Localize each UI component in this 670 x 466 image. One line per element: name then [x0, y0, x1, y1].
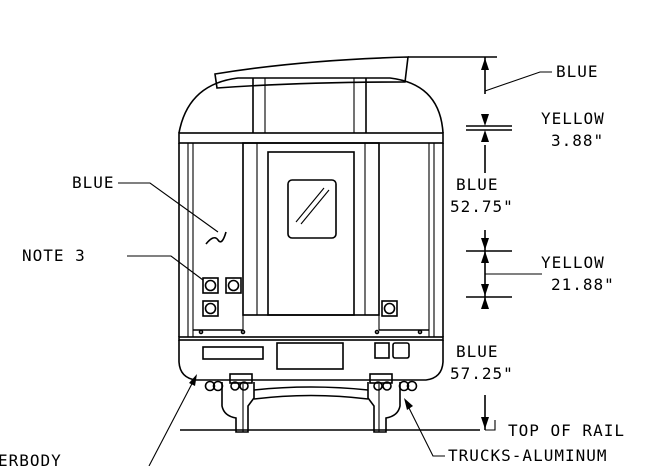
coupler-bar	[253, 386, 369, 400]
leader-trucks	[405, 401, 445, 457]
underbody	[178, 340, 444, 381]
label-blue-mid: BLUE	[456, 175, 499, 194]
marker-light-lens	[227, 279, 240, 292]
roof-arch	[178, 77, 444, 134]
arrow-up	[481, 297, 489, 309]
leader-underbody	[148, 375, 197, 466]
label-yellow-mid-value: 21.88"	[551, 275, 615, 294]
wheel	[212, 380, 224, 392]
label-top-of-rail: TOP OF RAIL	[508, 421, 625, 440]
rivet	[198, 329, 204, 335]
rivet	[240, 329, 246, 335]
truck-frame-left	[221, 382, 255, 433]
underbody-panel	[202, 346, 264, 360]
label-underbody-partial: ERBODY	[0, 451, 62, 466]
leader-note3	[127, 255, 204, 281]
wheel	[230, 381, 240, 391]
marker-light-lens	[383, 302, 396, 315]
wheel	[406, 380, 418, 392]
label-blue-low-value: 57.25"	[450, 364, 514, 383]
arrow-trucks	[404, 398, 413, 410]
label-blue-top: BLUE	[556, 62, 599, 81]
rivet	[417, 329, 423, 335]
end-sill	[178, 336, 444, 341]
roof-belt-rail	[178, 132, 444, 144]
door-jamb-left	[242, 142, 258, 316]
label-blue-mid-value: 52.75"	[450, 197, 514, 216]
wheel	[398, 380, 410, 392]
label-yellow-top-value: 3.88"	[551, 131, 604, 150]
label-blue-left: BLUE	[72, 173, 115, 192]
underbody-panel	[276, 342, 344, 370]
arrow-up	[481, 58, 489, 70]
wheel	[204, 380, 216, 392]
marker-light	[225, 277, 242, 294]
door-frame	[242, 142, 380, 316]
arrow-down	[481, 417, 489, 429]
window-glare-1	[295, 187, 325, 223]
underbody-box	[374, 342, 390, 359]
wheel	[373, 381, 383, 391]
underbody-skirt	[178, 340, 444, 381]
door-panel	[267, 151, 355, 316]
label-trucks: TRUCKS-ALUMINUM	[448, 446, 608, 465]
window-glare-2	[300, 189, 330, 225]
wheel	[382, 381, 392, 391]
leader-top-of-rail	[485, 420, 496, 431]
trucks	[204, 373, 418, 433]
truck-frame-right	[367, 382, 401, 433]
wheel	[239, 381, 249, 391]
rivet	[374, 329, 380, 335]
marker-light	[381, 300, 398, 317]
marker-light	[202, 300, 219, 317]
arrow-down	[481, 238, 489, 250]
door-window	[287, 179, 337, 239]
roof-cap	[214, 56, 409, 89]
label-note3: NOTE 3	[22, 246, 86, 265]
label-yellow-top: YELLOW	[541, 109, 605, 128]
marker-light	[202, 277, 219, 294]
arrow-down	[481, 114, 489, 126]
arrow-down	[481, 284, 489, 296]
underbody-box	[392, 342, 410, 359]
label-yellow-mid: YELLOW	[541, 253, 605, 272]
car-body	[178, 56, 444, 341]
marker-light-lens	[204, 302, 217, 315]
arrow-up	[481, 251, 489, 263]
leader-blue-left	[118, 182, 219, 233]
label-blue-low: BLUE	[456, 342, 499, 361]
door-jamb-right	[364, 142, 380, 316]
marker-light-lens	[204, 279, 217, 292]
leader-blue-top	[484, 71, 552, 92]
dimension-chain	[408, 56, 552, 431]
arrow-underbody	[189, 374, 197, 386]
blue-area-squiggle	[205, 231, 227, 245]
arrow-up	[481, 130, 489, 142]
